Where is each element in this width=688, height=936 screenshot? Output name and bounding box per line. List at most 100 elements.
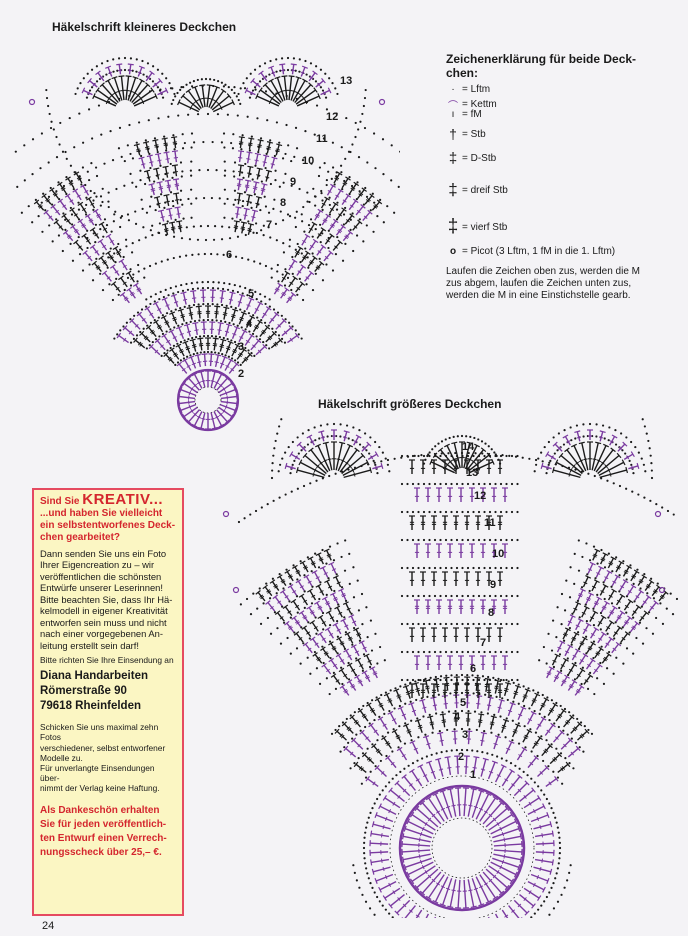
promo-sub-line: chen gearbeitet?: [40, 531, 121, 543]
promo-body-line: Bitte beachten Sie, dass Ihr Hä-: [40, 593, 173, 605]
promo-headline: Sind Sie KREATIV...: [40, 491, 176, 508]
round-number: 8: [280, 197, 286, 209]
chain-stitch-icon: ·: [451, 84, 455, 95]
legend-label: Picot (3 Lftm, 1 fM in die 1. Lftm): [470, 246, 616, 257]
round-number: 4: [454, 711, 461, 723]
thanks-line: nungsscheck über 25,– €.: [40, 846, 162, 858]
round-number: 5: [460, 697, 466, 709]
round-number: 13: [466, 467, 478, 479]
creative-promo-box: Sind Sie KREATIV... ...und haben Sie vie…: [32, 488, 184, 916]
fine-print-line: nimmt der Verlag keine Haftung.: [40, 783, 160, 794]
promo-fine-print: Schicken Sie uns maximal zehn Fotos vers…: [40, 722, 176, 793]
promo-body-line: kelmodell in eigener Kreativität: [40, 605, 168, 616]
round-number: 10: [492, 548, 504, 560]
round-number: 9: [490, 579, 496, 591]
legend-item: o = Picot (3 Lftm, 1 fM in die 1. Lftm): [446, 246, 615, 257]
promo-send-to: Bitte richten Sie Ihre Einsendung an: [40, 655, 174, 665]
fine-print-line: Modelle zu.: [40, 752, 83, 763]
picot-icon: o: [449, 246, 457, 257]
promo-address: Diana Handarbeiten Römerstraße 90 79618 …: [40, 669, 176, 714]
round-number: 12: [474, 490, 486, 502]
promo-body-line: Ihrer Eigencreation zu – wir: [40, 559, 155, 570]
round-number: 3: [462, 729, 468, 741]
promo-body: Dann senden Sie uns ein Foto Ihrer Eigen…: [40, 548, 176, 652]
small-doily-stitches: [14, 56, 400, 432]
slip-stitch-icon: ⌒: [448, 101, 458, 112]
round-number: 2: [238, 368, 244, 380]
promo-body-line: entworfen sein muss und nicht: [40, 616, 167, 628]
round-number: 13: [340, 75, 352, 87]
round-number: 10: [302, 155, 314, 167]
small-doily-title: Häkelschrift kleineres Deckchen: [52, 20, 237, 34]
fine-print-line: Für unverlangte Einsendungen über-: [40, 763, 155, 784]
promo-sub-line: ...und haben Sie vielleicht: [40, 507, 163, 519]
large-doily-title: Häkelschrift größeres Deckchen: [318, 397, 502, 411]
large-round-numbers: 1 2 3 4 5 6 7 8 9 10 11 12 13 14: [454, 441, 504, 781]
legend-label: vierf Stb: [470, 221, 508, 233]
promo-headline-prefix: Sind Sie: [40, 496, 83, 507]
round-number: 9: [290, 176, 296, 188]
promo-body-line: leitung erstellt sein darf!: [40, 639, 140, 651]
round-number: 3: [238, 341, 244, 353]
small-round-numbers: 2 3 4 5 6 7 8 9 10 11 12 13: [226, 75, 352, 380]
fine-print-line: verschiedener, selbst entworfener: [40, 742, 166, 753]
thanks-line: Als Dankeschön erhalten: [40, 804, 160, 816]
small-doily-chart: 2 3 4 5 6 7 8 9 10 11 12 13: [14, 56, 400, 432]
legend-item: ‡ = dreif Stb: [446, 180, 508, 200]
round-number: 6: [470, 663, 476, 675]
promo-body-line: veröffentlichen die schönsten: [40, 570, 162, 582]
legend-equals: =: [462, 128, 471, 140]
promo-sub-line: ein selbstentworfenes Deck-: [40, 519, 176, 531]
legend-note-line: werden die M in eine Einstichstelle gear…: [446, 290, 631, 301]
legend-equals: =: [462, 221, 471, 233]
treble-crochet-icon: ‡: [448, 150, 458, 167]
thanks-line: ten Entwurf einen Verrech-: [40, 832, 167, 844]
legend-heading: Zeichenerklärung für beide Deck- chen:: [446, 52, 676, 80]
promo-headline-kreativ: KREATIV...: [82, 491, 164, 508]
legend-item: ı = fM: [446, 109, 482, 120]
legend-note-line: zus abgem, laufen die Zeichen unten zus,: [446, 278, 632, 289]
round-number: 7: [266, 219, 272, 231]
legend-equals: =: [462, 153, 471, 164]
legend-item: ‡ = D-Stb: [446, 150, 496, 167]
promo-body-line: nach einer vorgegebenen An-: [40, 628, 164, 639]
promo-subheadline: ...und haben Sie vielleicht ein selbsten…: [40, 508, 176, 544]
single-crochet-icon: ı: [451, 109, 455, 120]
stitch-legend: Zeichenerklärung für beide Deck- chen: ·…: [446, 52, 676, 301]
fine-print-line: Schicken Sie uns maximal zehn Fotos: [40, 722, 159, 743]
round-number: 8: [488, 607, 494, 619]
legend-label: D-Stb: [470, 153, 497, 164]
legend-note: Laufen die Zeichen oben zus, werden die …: [446, 266, 676, 302]
legend-label: Kettm: [470, 99, 497, 110]
large-doily-stitches: [222, 418, 678, 918]
legend-heading-line: Zeichenerklärung für beide Deck-: [446, 52, 637, 66]
legend-equals: =: [462, 184, 471, 196]
round-number: 7: [480, 637, 486, 649]
legend-item: † = Stb: [446, 126, 486, 142]
triple-treble-icon: ‡: [448, 180, 458, 199]
legend-label: Stb: [470, 128, 486, 140]
legend-equals: =: [462, 84, 471, 95]
round-number: 14: [462, 441, 475, 453]
round-number: 11: [484, 517, 496, 529]
round-number: 11: [316, 133, 328, 145]
legend-item: · = Lftm: [446, 84, 490, 95]
promo-body-line: Entwürfe unserer Leserinnen!: [40, 582, 163, 593]
thanks-line: Sie für jeden veröffentlich-: [40, 818, 167, 830]
round-number: 12: [326, 111, 338, 123]
legend-equals: =: [462, 246, 471, 257]
large-doily-chart: 1 2 3 4 5 6 7 8 9 10 11 12 13 14: [222, 418, 678, 918]
legend-item: ⌒ = Kettm: [446, 97, 497, 112]
address-line: Römerstraße 90: [40, 685, 127, 698]
round-number: 4: [246, 318, 253, 330]
round-number: 5: [248, 288, 254, 300]
legend-label: dreif Stb: [470, 184, 508, 196]
legend-equals: =: [462, 109, 471, 120]
page-number: 24: [42, 920, 55, 932]
quadruple-treble-icon: ‡: [447, 216, 459, 237]
legend-label: Lftm: [470, 84, 491, 95]
round-number: 2: [458, 751, 464, 763]
double-crochet-icon: †: [449, 126, 457, 142]
promo-thanks: Als Dankeschön erhalten Sie für jeden ve…: [40, 804, 176, 860]
round-number: 6: [226, 249, 232, 261]
